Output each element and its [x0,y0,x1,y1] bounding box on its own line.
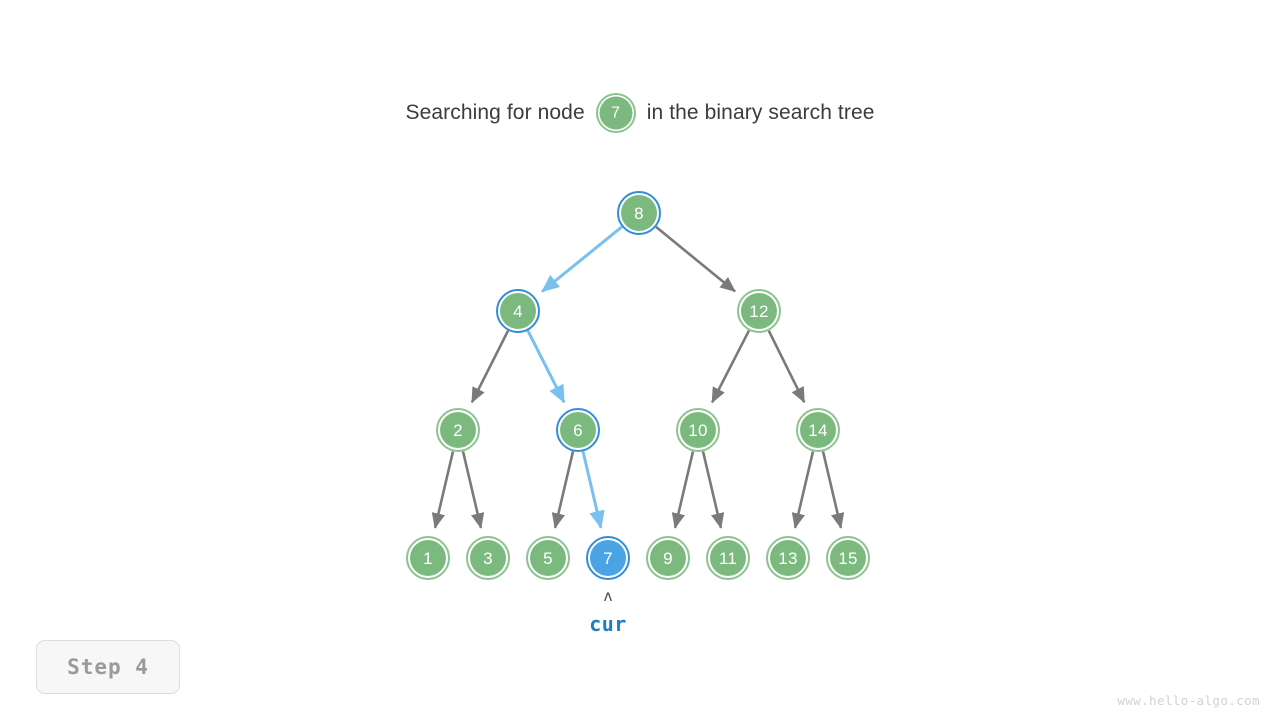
node-value: 7 [590,540,626,576]
node-ring [737,289,781,333]
tree-edge [791,451,815,529]
tree-edge [821,451,845,529]
node-value: 8 [621,195,657,231]
node-value: 15 [830,540,866,576]
node-ring [676,408,720,452]
tree-node-15: 15 [826,536,870,580]
node-value: 1 [410,540,446,576]
node-ring [796,408,840,452]
pointer-label: cur [589,612,627,636]
tree-node-1: 1 [406,536,450,580]
node-ring [496,289,540,333]
node-value: 9 [650,540,686,576]
node-value: 11 [710,540,746,576]
node-value: 10 [680,412,716,448]
tree-edge [581,451,605,529]
node-ring [586,536,630,580]
tree-node-11: 11 [706,536,750,580]
tree-edge [701,451,725,529]
node-ring [646,536,690,580]
tree-edge [767,330,806,404]
tree-edge [710,329,751,404]
node-value: 3 [470,540,506,576]
tree-edge [461,451,485,529]
tree-node-10: 10 [676,408,720,452]
watermark: www.hello-algo.com [1117,693,1260,708]
node-value: 13 [770,540,806,576]
node-ring [826,536,870,580]
node-ring [436,408,480,452]
tree-edge [431,451,455,529]
node-value: 2 [440,412,476,448]
pointer-caret-icon: ʌ [603,587,613,605]
title-prefix: Searching for node [405,101,585,124]
tree-edge [526,329,566,404]
node-ring [706,536,750,580]
node-value: 14 [800,412,836,448]
tree-edge [541,225,623,293]
node-ring [466,536,510,580]
page-title: Searching for node 7 in the binary searc… [0,92,1280,134]
step-badge: Step 4 [36,640,180,694]
tree-node-13: 13 [766,536,810,580]
node-ring [556,408,600,452]
tree-edge [551,451,575,529]
title-suffix: in the binary search tree [646,101,875,124]
node-value: 5 [530,540,566,576]
tree-node-5: 5 [526,536,570,580]
node: 7 [595,93,636,133]
node-value: 6 [560,412,596,448]
tree-node-3: 3 [466,536,510,580]
tree-node-7: 7 [586,536,630,580]
node-ring [617,191,661,235]
node-value: 7 [599,96,633,130]
tree-node-14: 14 [796,408,840,452]
tree-edge [470,330,510,404]
node-ring [526,536,570,580]
node-ring [406,536,450,580]
tree-node-4: 4 [496,289,540,333]
tree-edge [655,225,736,293]
title-target-node: 7 [595,92,637,134]
node-ring [766,536,810,580]
cur-pointer: ʌ cur [548,587,668,637]
tree-node-8: 8 [617,191,661,235]
tree-node-9: 9 [646,536,690,580]
node-ring [595,93,636,133]
node-value: 12 [741,293,777,329]
tree-node-2: 2 [436,408,480,452]
tree-node-12: 12 [737,289,781,333]
tree-edge [671,451,695,529]
tree-node-6: 6 [556,408,600,452]
node-value: 4 [500,293,536,329]
